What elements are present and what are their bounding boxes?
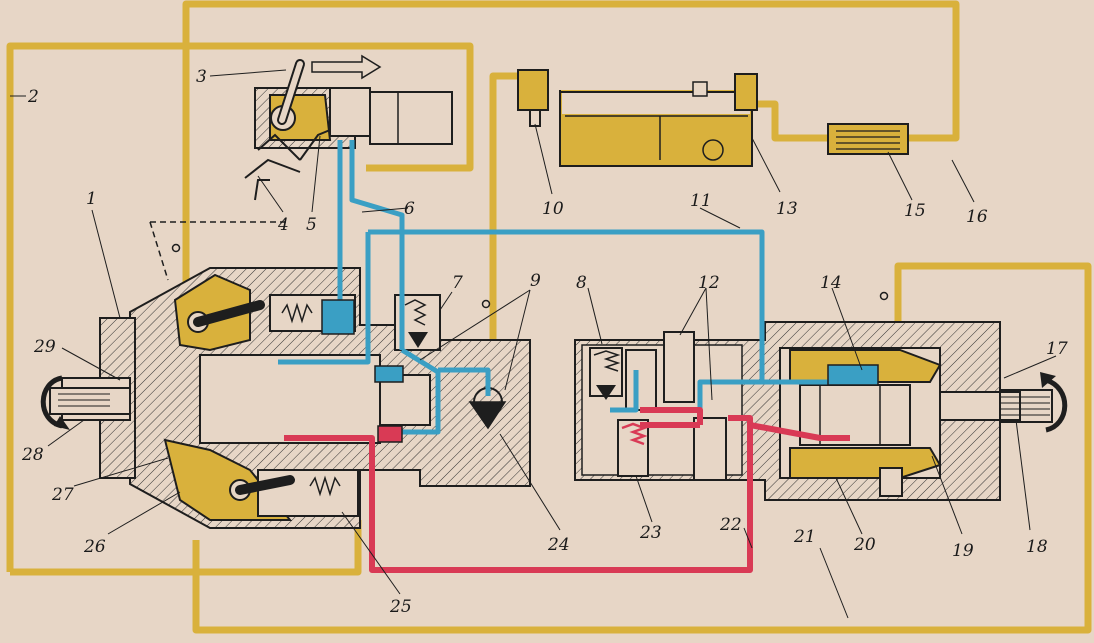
leader-lines	[10, 69, 1057, 619]
servo-control-unit	[244, 54, 453, 201]
output-shaft-18	[939, 372, 1068, 433]
label-2: 2	[27, 87, 39, 107]
label-28: 28	[21, 445, 44, 465]
label-24: 24	[547, 535, 570, 555]
label-6: 6	[404, 199, 415, 219]
label-8: 8	[576, 273, 587, 293]
drain-line-top-loop	[182, 0, 960, 285]
high-pressure-lines	[284, 407, 850, 573]
blue-block-left	[374, 365, 404, 383]
part-labels: 1 2 3 4 5 6 7 8 9 10 11 12 13 14 15 16 1…	[21, 67, 1068, 617]
drain-line-bottom-loop	[192, 262, 1092, 634]
rotation-arrow-left-icon	[40, 375, 63, 429]
label-22: 22	[719, 515, 742, 535]
valve-12-left	[625, 349, 657, 411]
filter	[827, 123, 909, 155]
motor-housing	[574, 321, 1001, 501]
drain-line-left-bottom	[10, 520, 362, 576]
blue-line-6	[368, 229, 848, 385]
label-3: 3	[196, 67, 207, 87]
label-18: 18	[1026, 537, 1048, 557]
label-20: 20	[853, 535, 876, 555]
low-pressure-lines	[278, 140, 848, 435]
rotation-arrow-right-icon	[1045, 377, 1068, 433]
spring-top	[281, 302, 313, 324]
label-9: 9	[530, 271, 541, 291]
label-11: 11	[690, 191, 712, 211]
tank-strainer	[702, 139, 724, 161]
valve-12-right	[663, 331, 695, 403]
shuttle-valve	[693, 417, 727, 481]
label-23: 23	[639, 523, 662, 543]
direction-arrow	[311, 54, 382, 80]
label-17: 17	[1046, 339, 1068, 359]
label-1: 1	[86, 189, 97, 209]
port-markers	[171, 243, 889, 309]
drain-line-tank-return	[489, 72, 528, 350]
label-12: 12	[698, 273, 720, 293]
label-16: 16	[966, 207, 988, 227]
dashed-linkage	[149, 221, 290, 281]
label-29: 29	[33, 337, 56, 357]
reservoir	[517, 69, 758, 167]
label-4: 4	[277, 215, 289, 235]
label-27: 27	[51, 485, 74, 505]
label-7: 7	[452, 273, 463, 293]
label-14: 14	[820, 273, 842, 293]
red-block-left	[377, 425, 403, 443]
label-26: 26	[83, 537, 106, 557]
label-21: 21	[793, 527, 816, 547]
red-line-22	[284, 415, 753, 573]
control-lever-3-inner	[279, 61, 303, 123]
drain-line-left-loop	[6, 42, 474, 572]
blue-chamber-left	[321, 299, 355, 335]
spring-25	[309, 475, 341, 497]
drain-lines	[6, 0, 1092, 634]
label-13: 13	[776, 199, 798, 219]
label-10: 10	[542, 199, 564, 219]
label-5: 5	[306, 215, 317, 235]
label-15: 15	[904, 201, 926, 221]
label-25: 25	[389, 597, 412, 617]
pump-housing	[61, 267, 531, 529]
input-shaft-28	[40, 375, 131, 430]
relief-valve-7	[404, 299, 427, 326]
link-4	[244, 158, 301, 179]
label-19: 19	[952, 541, 974, 561]
blue-block-right	[827, 364, 879, 386]
drain-line-filter-tank	[745, 100, 830, 142]
